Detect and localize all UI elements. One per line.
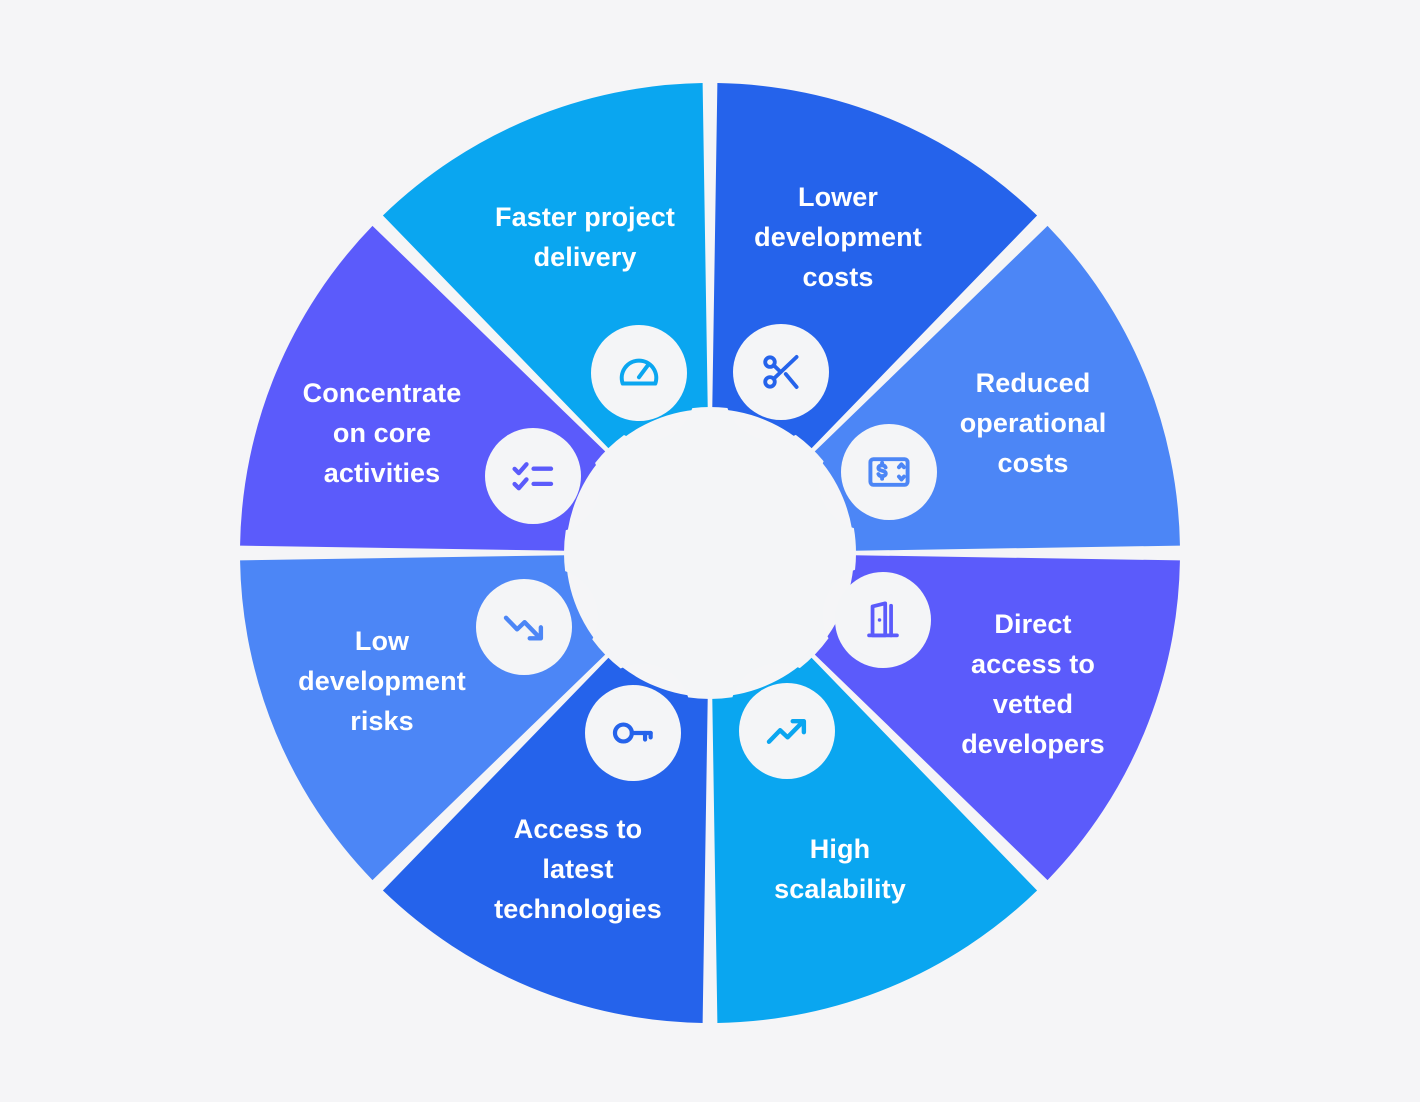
trending-down-icon <box>501 604 547 650</box>
key-icon <box>610 710 656 756</box>
segment-icon-badge-concentrate-on-core-activities[interactable] <box>485 428 581 524</box>
segment-icon-badge-direct-access-to-vetted-developers[interactable] <box>835 572 931 668</box>
segment-icon-badge-low-development-risks[interactable] <box>476 579 572 675</box>
center-hub <box>564 407 856 699</box>
segment-icon-badge-reduced-operational-costs[interactable] <box>841 424 937 520</box>
checklist-icon <box>510 453 556 499</box>
segment-icon-badge-faster-project-delivery[interactable] <box>591 325 687 421</box>
scissors-icon <box>759 350 803 394</box>
speedometer-icon <box>616 350 662 396</box>
banknote-icon <box>866 449 912 495</box>
trending-up-icon <box>764 708 810 754</box>
segment-icon-badge-lower-development-costs[interactable] <box>733 324 829 420</box>
door-open-icon <box>861 598 905 642</box>
segment-icon-badge-high-scalability[interactable] <box>739 683 835 779</box>
segment-icon-badge-access-to-latest-technologies[interactable] <box>585 685 681 781</box>
